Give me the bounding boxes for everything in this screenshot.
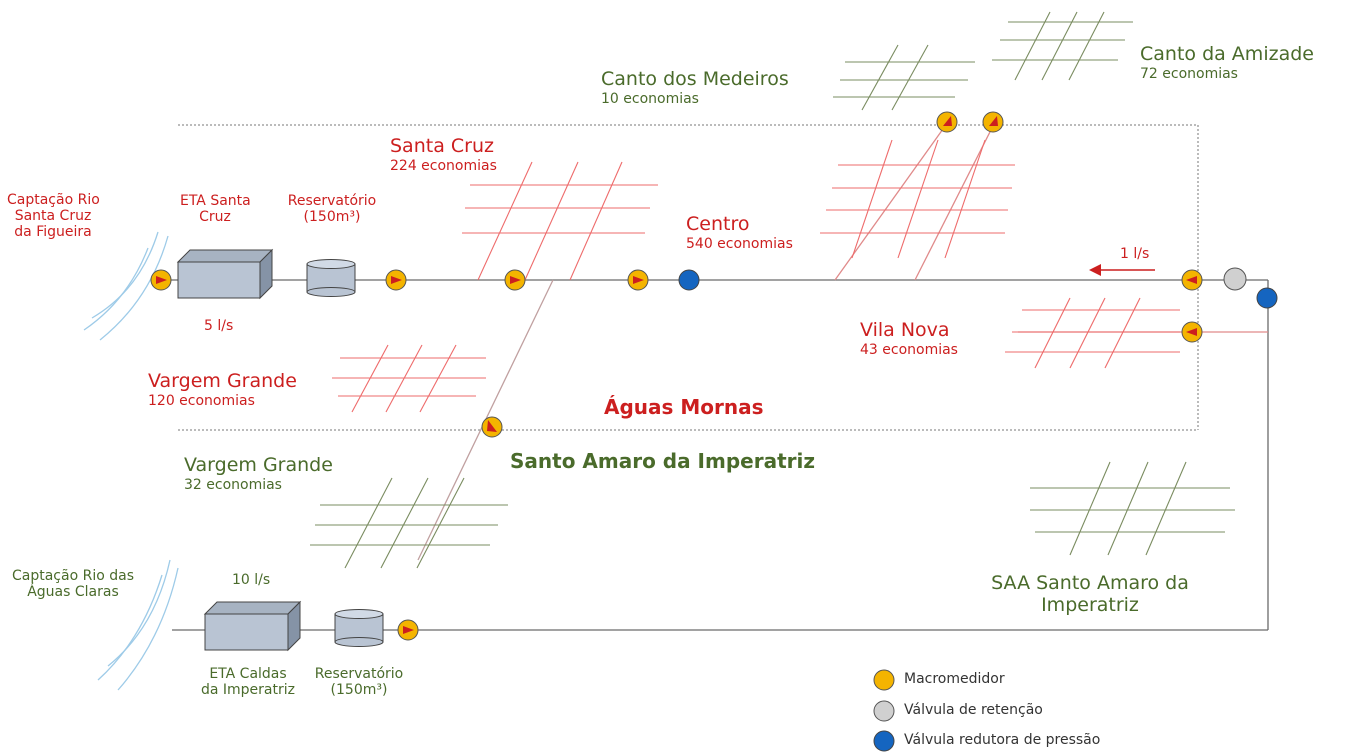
- region-saa-santo-amaro: SAA Santo Amaro da Imperatriz: [960, 572, 1220, 617]
- eta-santa-cruz-box: [176, 248, 274, 300]
- macromedidor-icon: [627, 269, 649, 291]
- legend-check-valve-icon: [873, 700, 895, 722]
- macromedidor-icon: [397, 619, 419, 641]
- flow-bottom-label: 10 l/s: [232, 572, 271, 588]
- area-name: Vila Nova: [860, 319, 950, 341]
- area-name: Canto dos Medeiros: [601, 68, 789, 90]
- flow-arrow-label: 1 l/s: [1120, 246, 1150, 262]
- plant-line: (150m³): [330, 682, 388, 699]
- vila-nova-grid: [1005, 297, 1180, 369]
- area-name: Canto da Amizade: [1140, 43, 1314, 65]
- plant-line: Reservatório: [314, 666, 404, 682]
- canto-amizade-grid: [992, 11, 1133, 81]
- macromedidor-icon: [1181, 321, 1203, 343]
- flow-top-label: 5 l/s: [204, 318, 234, 334]
- region-santo-amaro: Santo Amaro da Imperatriz: [510, 449, 815, 473]
- legend-check-valve-label: Válvula de retenção: [904, 702, 1043, 718]
- macromedidor-icon: [385, 269, 407, 291]
- region-line: SAA Santo Amaro da: [991, 572, 1189, 594]
- area-canto-amizade: Canto da Amizade 72 economias: [1140, 43, 1314, 82]
- canto-medeiros-grid: [833, 44, 975, 111]
- area-sub: 32 economias: [184, 476, 282, 493]
- pressure-reducing-valve-icon: [678, 269, 700, 291]
- santa-cruz-grid: [462, 161, 658, 281]
- area-name: Vargem Grande: [148, 370, 297, 392]
- macromedidor-icon: [150, 269, 172, 291]
- canto-medeiros-branch-pipe: [834, 121, 949, 281]
- area-centro: Centro 540 economias: [686, 213, 793, 252]
- area-sub: 120 economias: [148, 392, 255, 409]
- legend-macromedidor-icon: [873, 669, 895, 691]
- eta-santa-cruz-label: ETA Santa Cruz: [180, 193, 251, 226]
- plant-line: (150m³): [303, 209, 361, 226]
- legend-pressure-valve-label: Válvula redutora de pressão: [904, 732, 1101, 748]
- source-line: Águas Claras: [27, 584, 119, 601]
- area-sub: 540 economias: [686, 235, 793, 252]
- macromedidor-icon: [936, 111, 958, 133]
- region-line: Imperatriz: [1041, 593, 1139, 616]
- area-sub: 43 economias: [860, 341, 958, 358]
- source-line: Santa Cruz: [14, 208, 92, 225]
- vargem-grande-red-grid: [332, 344, 486, 413]
- river-santa-cruz-curves: [83, 231, 169, 341]
- area-name: Vargem Grande: [184, 454, 333, 476]
- area-vargem-grande-red: Vargem Grande 120 economias: [148, 370, 297, 409]
- vargem-grande-green-grid: [310, 477, 508, 569]
- source-line: da Figueira: [14, 224, 92, 241]
- macromedidor-icon: [1181, 269, 1203, 291]
- area-vila-nova: Vila Nova 43 economias: [860, 319, 958, 358]
- plant-line: Cruz: [199, 209, 231, 226]
- area-vargem-grande-green: Vargem Grande 32 economias: [184, 454, 333, 493]
- area-sub: 10 economias: [601, 90, 699, 107]
- macromedidor-icon: [982, 111, 1004, 133]
- pressure-reducing-valve-icon: [1256, 287, 1278, 309]
- area-canto-medeiros: Canto dos Medeiros 10 economias: [601, 68, 789, 107]
- plant-line: ETA Caldas: [209, 666, 287, 682]
- legend-macromedidor-label: Macromedidor: [904, 671, 1005, 687]
- area-sub: 224 economias: [390, 157, 497, 174]
- eta-caldas-label: ETA Caldas da Imperatriz: [188, 666, 308, 698]
- eta-caldas-box: [203, 600, 302, 652]
- legend-pressure-valve-icon: [873, 730, 895, 752]
- reservoir-bottom: [334, 609, 384, 647]
- macromedidor-icon: [504, 269, 526, 291]
- river-aguas-claras-curves: [97, 559, 179, 691]
- reservoir-top: [306, 259, 356, 297]
- centro-grid: [820, 139, 1015, 259]
- source-santa-cruz-label: Captação Rio Santa Cruz da Figueira: [7, 192, 100, 241]
- area-sub: 72 economias: [1140, 65, 1238, 82]
- area-santa-cruz: Santa Cruz 224 economias: [390, 135, 497, 174]
- plant-line: ETA Santa: [180, 193, 251, 209]
- saa-santo-amaro-grid: [1030, 461, 1235, 556]
- reservoir-top-label: Reservatório (150m³): [282, 193, 382, 225]
- region-aguas-mornas: Águas Mornas: [604, 395, 764, 419]
- macromedidor-icon: [481, 416, 503, 438]
- plant-line: da Imperatriz: [200, 682, 295, 699]
- plant-line: Reservatório: [287, 193, 377, 209]
- source-line: Captação Rio das: [12, 568, 134, 584]
- area-name: Santa Cruz: [390, 135, 494, 157]
- check-valve-icon: [1223, 267, 1247, 291]
- area-name: Centro: [686, 213, 750, 235]
- reservoir-bottom-label: Reservatório (150m³): [304, 666, 414, 698]
- source-line: Captação Rio: [7, 192, 100, 208]
- source-aguas-claras-label: Captação Rio das Águas Claras: [8, 568, 138, 600]
